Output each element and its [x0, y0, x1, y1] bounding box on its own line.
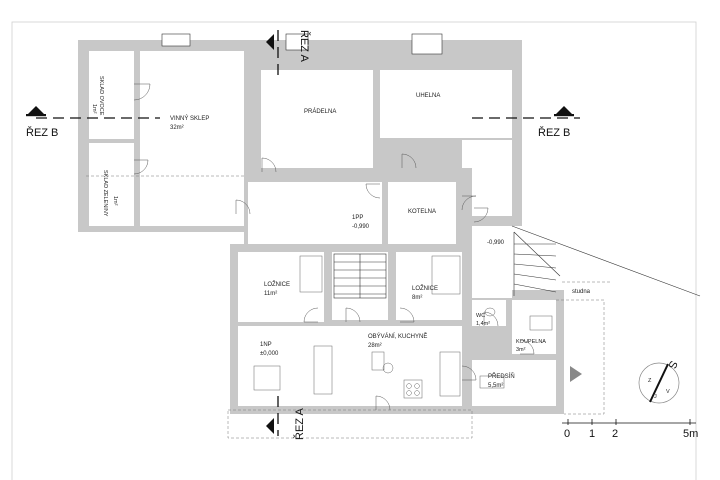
room-kotelna-name: KOTELNA	[408, 209, 436, 215]
compass-s: S	[665, 359, 679, 370]
level-1np-value: ±0,000	[260, 351, 279, 357]
room-sklad-ovoce-name: SKLAD OVOCE	[98, 76, 104, 116]
scale-tick-5: 5m	[683, 428, 698, 440]
room-predsin-name: PŘEDSÍŇ	[488, 372, 515, 380]
furniture	[253, 255, 553, 399]
section-a-label-top: ŘEZ A	[298, 30, 311, 62]
hall-1pp-name: 1PP	[352, 215, 363, 221]
room-loznice-8-name: LOŽNICE	[412, 284, 438, 292]
stair-level: -0,990	[487, 240, 505, 246]
room-obyvani-name: OBÝVÁNÍ, KUCHYNĚ	[368, 332, 427, 340]
stairs	[333, 231, 561, 299]
dashed-outlines	[86, 175, 612, 439]
section-a-label-bottom: ŘEZ A	[293, 408, 306, 440]
entrance-arrow	[570, 366, 582, 382]
room-koupelna-name: KOUPELNA	[516, 339, 546, 345]
room-loznice-11-name: LOŽNICE	[264, 280, 290, 288]
section-b-cut	[26, 106, 580, 119]
sheet-border	[11, 21, 697, 480]
room-predsin-area: 5,5m²	[488, 383, 503, 389]
room-sklad-zeleniny-area: 1m²	[112, 196, 118, 206]
room-loznice-11-area: 11m²	[264, 291, 277, 297]
room-sklad-zeleniny-name: SKLAD ZELENINY	[102, 170, 108, 217]
room-pradelna-name: PRÁDELNA	[304, 108, 336, 115]
room-interiors	[89, 51, 556, 406]
room-sklad-ovoce-area: 1m²	[91, 104, 97, 114]
north-arrow: S Z V J	[638, 359, 680, 404]
scale-tick-0: 0	[564, 428, 570, 440]
compass-v: V	[666, 389, 670, 395]
site-boundary	[511, 225, 701, 297]
room-obyvani-area: 28m²	[368, 343, 382, 349]
section-a-cut	[266, 30, 279, 436]
compass-j: J	[654, 394, 657, 400]
room-wc-area: 1,4m²	[476, 321, 490, 327]
room-vinny-sklep-name: VINNÝ SKLEP	[170, 115, 209, 122]
level-1np-name: 1NP	[260, 342, 272, 348]
room-koupelna-area: 3m²	[516, 347, 526, 353]
room-loznice-8-area: 8m²	[412, 295, 422, 301]
room-wc-name: WC	[476, 313, 485, 319]
hall-1pp-level: -0,990	[352, 224, 370, 230]
door-swings	[133, 83, 535, 411]
window-openings	[161, 33, 443, 55]
scale-tick-2: 2	[612, 428, 618, 440]
scale-bar: 0 1 2 5m	[562, 419, 698, 440]
room-labels: SKLAD OVOCE 1m² VINNÝ SKLEP 32m² SKLAD Z…	[91, 76, 591, 389]
well-label: studna	[572, 289, 591, 295]
compass-z: Z	[648, 378, 652, 384]
room-vinny-sklep-area: 32m²	[170, 125, 184, 131]
room-uhelna-name: UHELNA	[416, 93, 440, 99]
section-b-label-left: ŘEZ B	[26, 126, 58, 139]
scale-tick-1: 1	[589, 428, 595, 440]
section-b-label-right: ŘEZ B	[538, 126, 570, 139]
